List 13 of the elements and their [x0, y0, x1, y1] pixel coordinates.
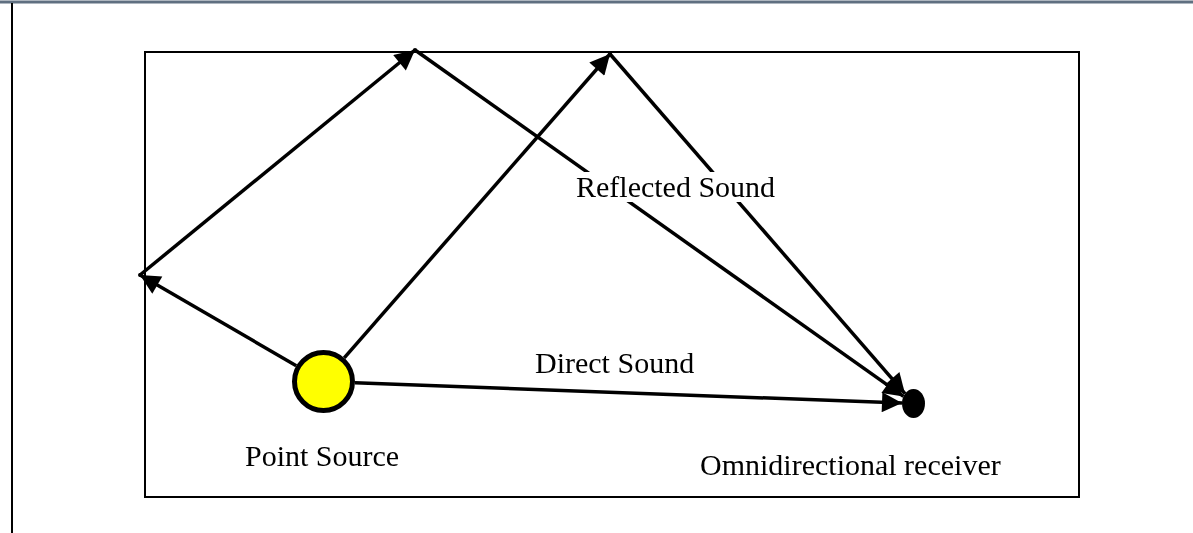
sound-ray-arrow — [354, 380, 903, 413]
reflection-point — [138, 273, 142, 277]
node-caption: Point Source — [245, 441, 400, 471]
sound-ray-arrow — [138, 48, 417, 277]
reflection-point — [608, 52, 612, 56]
receiver-dot — [902, 389, 925, 418]
point-source-circle — [292, 350, 355, 413]
sound-ray-arrow — [608, 52, 907, 395]
diagram-label: Reflected Sound — [576, 172, 776, 202]
sound-ray-arrow — [139, 273, 298, 368]
sound-ray-arrow — [342, 52, 612, 359]
sound-ray-arrow — [414, 48, 905, 398]
node-caption: Omnidirectional receiver — [700, 450, 1001, 480]
